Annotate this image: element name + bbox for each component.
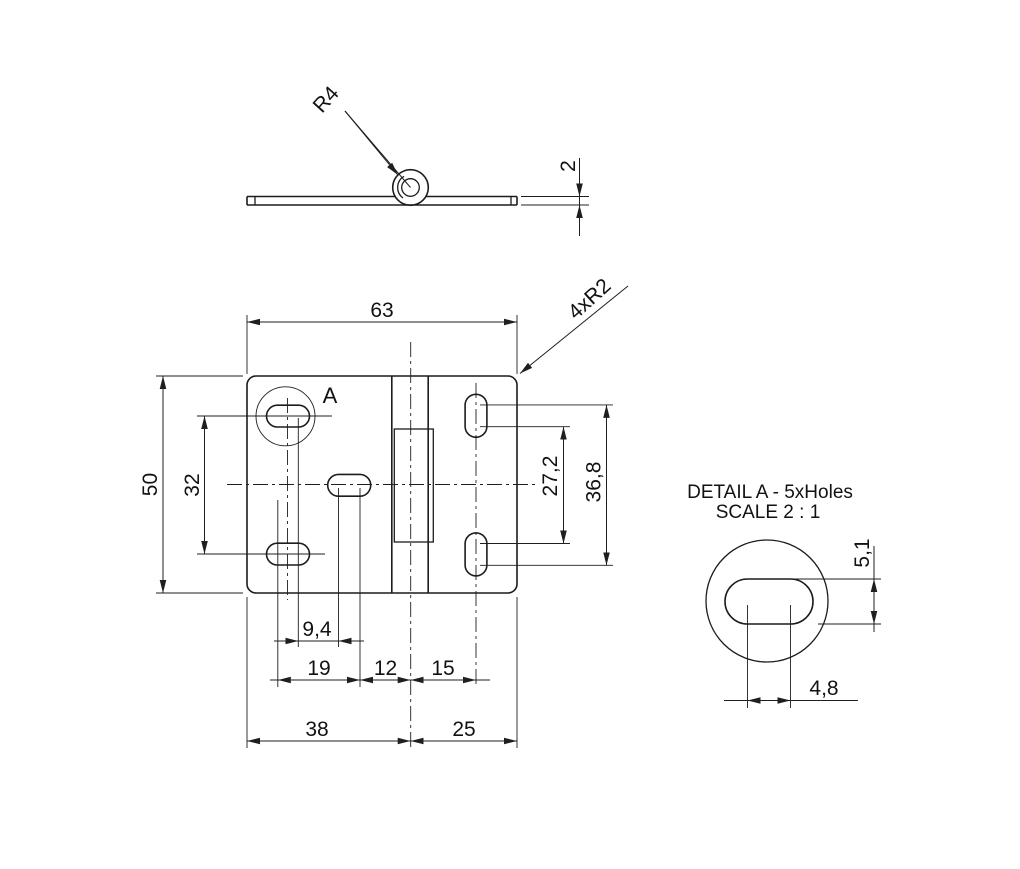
detail-scale-note: SCALE 2 : 1 xyxy=(716,502,821,523)
dimension-detail-height-5-1: 5,1 xyxy=(851,538,878,632)
r4-label: R4 xyxy=(309,82,344,118)
chain-label-15: 15 xyxy=(431,657,454,680)
side-view: R4 2 xyxy=(246,82,589,236)
dimension-detail-pitch-4-8: 4,8 xyxy=(724,677,858,704)
detail-view: DETAIL A - 5xHoles SCALE 2 : 1 5,1 4,8 xyxy=(687,482,881,708)
dimension-chain-19-12-15: 19 12 15 xyxy=(270,657,490,684)
slot-pitch-label: 32 xyxy=(181,473,204,496)
detail-pitch-label: 4,8 xyxy=(809,677,838,700)
front-view: A 63 xyxy=(139,274,629,748)
front-view-centerlines xyxy=(227,342,537,748)
detail-title: DETAIL A - 5xHoles xyxy=(687,482,853,503)
chain-label-12: 12 xyxy=(374,657,397,680)
dimension-base-38-25: 38 25 xyxy=(247,718,517,745)
base-label-25: 25 xyxy=(452,718,475,741)
detail-slot xyxy=(724,578,814,625)
corner-radius-callout-4xr2: 4xR2 xyxy=(519,274,629,374)
corner-radius-leader xyxy=(519,285,629,374)
slot-gap-label: 9,4 xyxy=(302,618,332,641)
detail-height-label: 5,1 xyxy=(851,538,874,567)
dimension-height-50: 50 xyxy=(139,376,167,593)
dimension-right-inner-27-2: 27,2 xyxy=(539,426,567,544)
detail-extension-lines xyxy=(747,578,881,708)
thickness-dimension: 2 xyxy=(521,158,589,236)
radius-callout-r4: R4 xyxy=(309,82,411,188)
right-outer-label: 36,8 xyxy=(583,462,606,503)
side-view-plate xyxy=(246,168,518,207)
right-inner-label: 27,2 xyxy=(539,456,562,497)
dimension-right-outer-36-8: 36,8 xyxy=(583,404,610,566)
base-label-38: 38 xyxy=(305,718,328,741)
thickness-label: 2 xyxy=(557,160,580,172)
dimension-slot-gap-9-4: 9,4 xyxy=(274,618,364,645)
detail-marker-label: A xyxy=(323,383,338,408)
detail-view-boundary xyxy=(705,539,829,663)
height-label: 50 xyxy=(139,473,162,496)
dimension-left-slot-pitch-32: 32 xyxy=(181,416,208,554)
knuckle-pin-hole xyxy=(401,178,420,197)
dimension-width-63: 63 xyxy=(247,299,517,326)
width-label: 63 xyxy=(370,299,393,322)
r4-leader-arrow xyxy=(344,110,399,176)
front-view-extension-lines xyxy=(156,315,613,748)
slot-center xyxy=(326,473,372,497)
knuckle-rectangle xyxy=(393,428,434,543)
chain-label-19: 19 xyxy=(307,657,330,680)
